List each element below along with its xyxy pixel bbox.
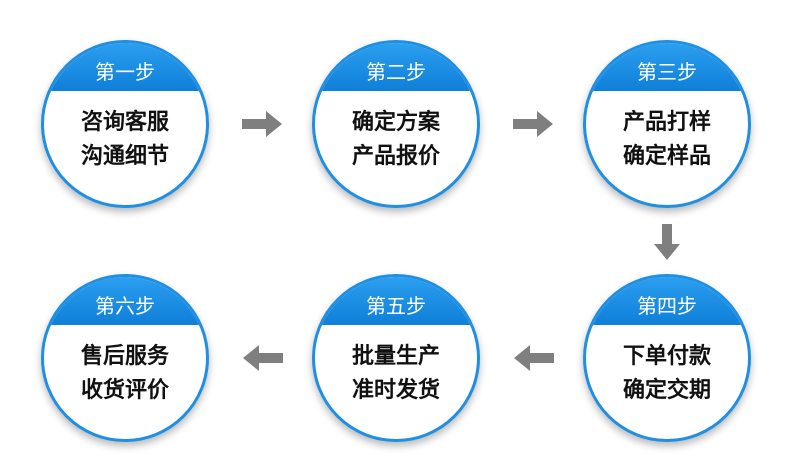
step-banner bbox=[44, 277, 206, 325]
step-banner bbox=[315, 277, 477, 325]
step-line-1: 下单付款 bbox=[622, 344, 711, 369]
step-line-2: 沟通细节 bbox=[80, 144, 169, 169]
step-1: 第一步 咨询客服 沟通细节 bbox=[41, 40, 209, 208]
step-circle: 第四步 下单付款 确定交期 bbox=[583, 274, 751, 442]
step-line-1: 确定方案 bbox=[351, 110, 440, 135]
step-title: 第五步 bbox=[366, 294, 426, 318]
step-title: 第三步 bbox=[637, 60, 697, 84]
step-circle: 第一步 咨询客服 沟通细节 bbox=[41, 40, 209, 208]
step-line-1: 批量生产 bbox=[351, 344, 440, 369]
step-title: 第一步 bbox=[95, 60, 155, 84]
step-banner bbox=[586, 277, 748, 325]
step-circle: 第三步 产品打样 确定样品 bbox=[583, 40, 751, 208]
step-circle: 第五步 批量生产 准时发货 bbox=[312, 274, 480, 442]
arrow-right-icon bbox=[513, 111, 553, 137]
step-line-2: 准时发货 bbox=[351, 378, 440, 403]
step-circle: 第二步 确定方案 产品报价 bbox=[312, 40, 480, 208]
arrow-left-icon bbox=[514, 345, 554, 371]
step-line-2: 收货评价 bbox=[80, 378, 169, 403]
arrow-left-icon bbox=[243, 345, 283, 371]
step-5: 第五步 批量生产 准时发货 bbox=[312, 274, 480, 442]
arrow-down-icon bbox=[654, 224, 680, 260]
step-line-1: 售后服务 bbox=[80, 344, 169, 369]
step-2: 第二步 确定方案 产品报价 bbox=[312, 40, 480, 208]
step-title: 第四步 bbox=[637, 294, 697, 318]
step-circle: 第六步 售后服务 收货评价 bbox=[41, 274, 209, 442]
step-4: 第四步 下单付款 确定交期 bbox=[583, 274, 751, 442]
step-line-2: 产品报价 bbox=[351, 144, 440, 169]
step-banner bbox=[315, 43, 477, 91]
step-line-2: 确定交期 bbox=[622, 378, 711, 403]
arrow-right-icon bbox=[242, 111, 282, 137]
step-banner bbox=[586, 43, 748, 91]
step-line-1: 产品打样 bbox=[622, 110, 711, 135]
step-line-1: 咨询客服 bbox=[80, 110, 169, 135]
step-line-2: 确定样品 bbox=[622, 144, 711, 169]
step-title: 第二步 bbox=[366, 60, 426, 84]
step-banner bbox=[44, 43, 206, 91]
step-3: 第三步 产品打样 确定样品 bbox=[583, 40, 751, 208]
step-title: 第六步 bbox=[95, 294, 155, 318]
step-6: 第六步 售后服务 收货评价 bbox=[41, 274, 209, 442]
